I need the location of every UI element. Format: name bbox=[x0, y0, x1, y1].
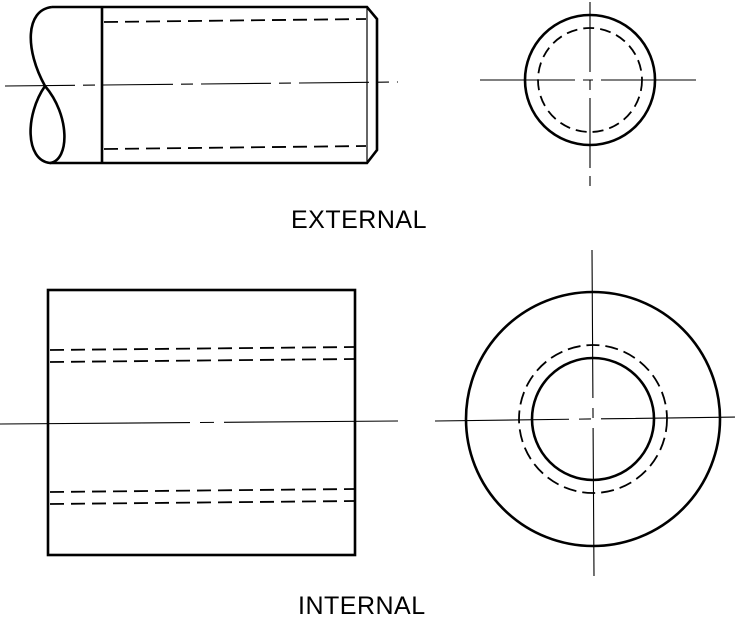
thread-minor-line-bottom bbox=[49, 488, 355, 493]
thread-root-line-top bbox=[103, 18, 367, 23]
internal-thread-end-view bbox=[434, 249, 744, 578]
external-label: EXTERNAL bbox=[291, 206, 427, 234]
part-outline bbox=[46, 288, 357, 557]
external-thread-side-view bbox=[4, 5, 399, 165]
centerline-horizontal bbox=[434, 416, 744, 422]
outer-circle bbox=[464, 290, 722, 548]
centerline bbox=[0, 420, 399, 425]
shaft-outline bbox=[50, 5, 379, 165]
thread-major-line-top bbox=[49, 346, 355, 351]
centerline bbox=[4, 81, 399, 87]
break-line bbox=[29, 5, 66, 165]
thread-major-line-bottom bbox=[49, 500, 355, 505]
thread-root-line-bottom bbox=[103, 145, 367, 150]
centerline-vertical bbox=[591, 249, 595, 578]
external-thread-end-view bbox=[480, 2, 700, 186]
internal-label: INTERNAL bbox=[298, 592, 426, 620]
thread-minor-line-top bbox=[49, 358, 355, 363]
internal-thread-side-view bbox=[0, 288, 399, 557]
